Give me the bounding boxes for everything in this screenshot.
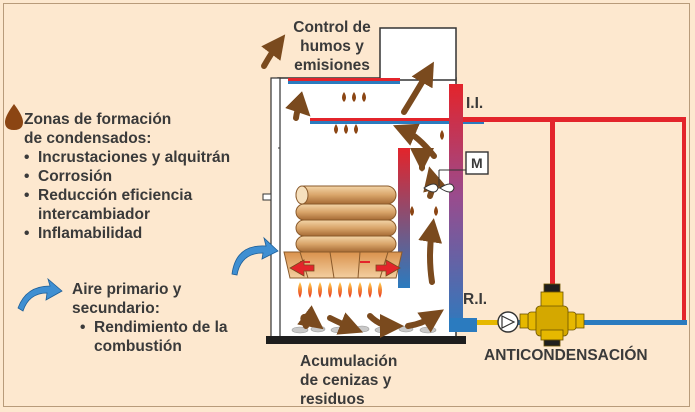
condensation-title: Zonas de formación de condensados:: [24, 110, 171, 148]
air-curved-arrow-icon: [17, 277, 63, 312]
ash-accumulation-label: Acumulación de cenizas y residuos: [300, 352, 397, 409]
smoke-control-label: Control de humos y emisiones: [282, 18, 382, 75]
list-item: Incrustaciones y alquitrán: [24, 148, 244, 167]
return-inlet-label: R.I.: [463, 291, 488, 308]
list-item: Corrosión: [24, 167, 244, 186]
ash-line1: Acumulación: [300, 353, 398, 370]
fan-icon: [423, 169, 466, 193]
list-item: Reducción eficiencia intercambiador: [24, 186, 244, 224]
air-inlet-arrows: [289, 259, 401, 277]
motor-box: [465, 151, 489, 175]
smoke-line1: Control de: [293, 19, 371, 36]
flow-arrows: [261, 34, 447, 338]
diagram-frame: [3, 3, 690, 407]
burner-grate: [283, 251, 403, 279]
external-pipes: [463, 117, 687, 325]
pump-icon: [497, 311, 519, 333]
smoke-line3: emisiones: [294, 57, 370, 74]
condensation-title-line2: de condensados:: [24, 130, 152, 147]
air-effects-list: Rendimiento de la combustión: [80, 318, 230, 356]
boiler-air-arrow-icon: [231, 236, 279, 276]
flames: [298, 282, 382, 298]
anticondensation-valve: [519, 283, 585, 347]
anticondensation-label: ANTICONDENSACIÓN: [484, 347, 648, 364]
droplet-icon: [5, 104, 23, 130]
motor-label: M: [471, 155, 483, 171]
air-title-line1: Aire primario y: [72, 281, 182, 298]
condensate-droplets: [334, 92, 444, 216]
air-title-line2: secundario:: [72, 300, 160, 317]
smoke-line2: humos y: [300, 38, 364, 55]
ash-line2: de cenizas y: [300, 372, 392, 389]
flow-outlet-label: I.I.: [466, 95, 484, 112]
condensation-effects-list: Incrustaciones y alquitrán Corrosión Red…: [24, 148, 244, 243]
air-title: Aire primario y secundario:: [72, 280, 181, 318]
wood-logs: [295, 185, 397, 253]
condensation-title-line1: Zonas de formación: [24, 111, 172, 128]
ash-line3: residuos: [300, 391, 365, 408]
list-item: Inflamabilidad: [24, 224, 244, 243]
list-item: Rendimiento de la combustión: [80, 318, 230, 356]
